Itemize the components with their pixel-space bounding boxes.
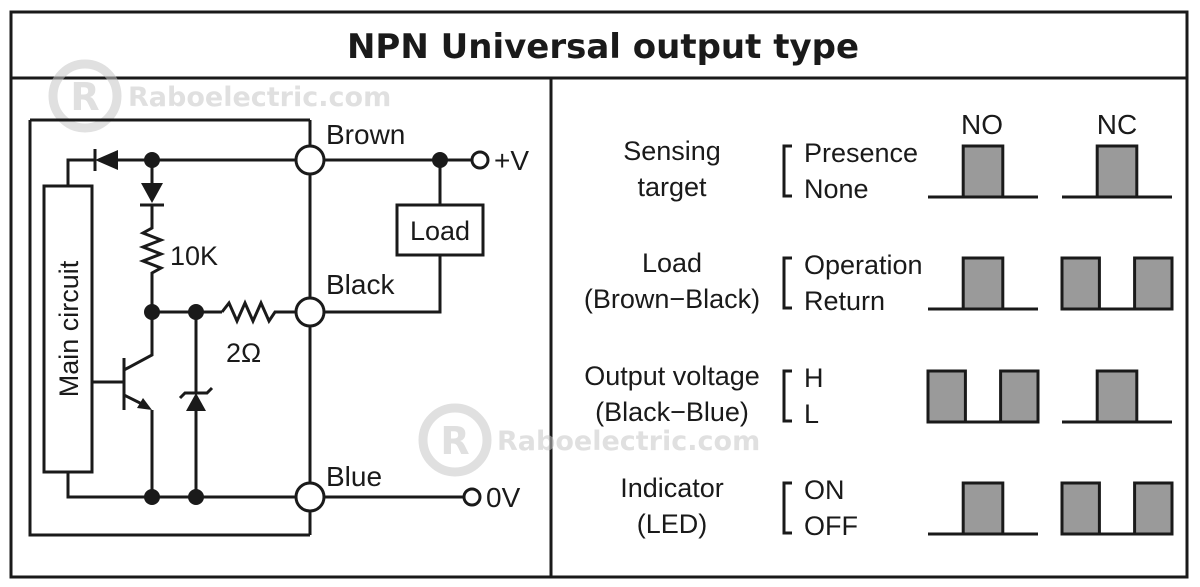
terminal-black-icon: [294, 296, 326, 328]
state-label: Presence: [804, 138, 918, 168]
row-label-line: (Brown−Black): [584, 284, 760, 314]
row-label-line: Sensing: [623, 136, 721, 166]
column-header-no: NO: [961, 109, 1003, 140]
supply-plus-label: +V: [494, 145, 529, 176]
junction-dot: [432, 152, 448, 168]
pulse-high: [1133, 256, 1174, 311]
main-circuit-label: Main circuit: [54, 260, 84, 397]
terminal-blue-label: Blue: [326, 461, 382, 492]
waveform-nc: [1062, 369, 1172, 424]
pulse-high: [999, 369, 1040, 424]
terminal-black-label: Black: [326, 269, 395, 300]
waveform-no: [926, 369, 1040, 424]
row-label-line: Indicator: [620, 473, 724, 503]
waveform-no: [928, 481, 1038, 536]
diagram-title: NPN Universal output type: [347, 27, 859, 67]
pulse-high: [1060, 256, 1101, 311]
watermark-logo-letters: R: [70, 75, 99, 119]
diode-icon: [93, 149, 118, 171]
waveform-nc: [1060, 256, 1174, 311]
pulse-high: [926, 369, 967, 424]
load-label: Load: [410, 216, 470, 246]
pulse-high: [1095, 144, 1139, 199]
row-label-line: target: [637, 172, 707, 202]
watermark-top: R Raboelectric.com: [48, 59, 391, 133]
watermark-logo-icon: [48, 59, 122, 133]
timing-row: Output voltage (Black−Blue) HL: [584, 361, 1172, 429]
pulse-high: [961, 481, 1005, 536]
watermark-text: Raboelectric.com: [128, 82, 391, 113]
resistor-2ohm-label: 2Ω: [226, 338, 261, 368]
state-bracket-icon: [782, 369, 792, 423]
pulse-high: [1060, 481, 1101, 536]
timing-row: Indicator (LED) ON OFF: [620, 473, 1174, 541]
terminal-brown-icon: [294, 144, 326, 176]
pulse-high: [961, 144, 1005, 199]
watermark-logo-letters: R: [440, 419, 469, 463]
waveform-nc: [1062, 144, 1172, 199]
resistor-10k-icon: [138, 205, 166, 312]
junction-dot: [144, 489, 160, 505]
state-label: Operation: [804, 250, 923, 280]
state-label: L: [804, 399, 819, 429]
resistor-10k-label: 10K: [170, 241, 218, 271]
junction-dot: [188, 489, 204, 505]
diode-icon: [140, 183, 164, 207]
supply-zero-label: 0V: [486, 482, 521, 513]
junctions: [144, 152, 448, 505]
resistor-2ohm-icon: [220, 299, 296, 325]
state-label: None: [804, 174, 869, 204]
pulse-high: [1095, 369, 1139, 424]
wire-load-bottom: [324, 255, 442, 314]
pulse-high: [961, 256, 1005, 311]
zener-diode-icon: [178, 386, 214, 411]
watermark-text: Raboelectric.com: [497, 426, 760, 457]
supply-zero-terminal-icon: [462, 487, 482, 507]
waveform-no: [928, 256, 1038, 311]
state-label: H: [804, 363, 824, 393]
junction-dot: [188, 304, 204, 320]
state-label: Return: [804, 286, 885, 316]
state-bracket-icon: [782, 144, 792, 198]
watermark-logo-icon: [418, 403, 492, 477]
outer-frame: [9, 10, 1189, 579]
row-label-line: Output voltage: [584, 361, 760, 391]
pulse-high: [1133, 481, 1174, 536]
waveform-no: [928, 144, 1038, 199]
emitter-arrow-icon: [137, 398, 152, 410]
terminals: [294, 144, 490, 513]
column-header-nc: NC: [1097, 109, 1137, 140]
watermark-middle: R Raboelectric.com: [418, 403, 760, 477]
junction-dot: [144, 304, 160, 320]
state-bracket-icon: [782, 481, 792, 535]
waveform-nc: [1060, 481, 1174, 536]
wire-bottom: [66, 472, 296, 499]
row-label-line: (LED): [637, 509, 708, 539]
sensor-housing: [28, 118, 310, 537]
circuit: [28, 118, 485, 537]
row-label-line: Load: [642, 248, 702, 278]
wire-transistor-collector: [123, 312, 154, 372]
terminal-blue-icon: [294, 481, 326, 513]
state-label: ON: [804, 475, 845, 505]
supply-plus-terminal-icon: [470, 150, 490, 170]
terminal-brown-label: Brown: [326, 119, 405, 150]
junction-dot: [144, 152, 160, 168]
state-bracket-icon: [782, 256, 792, 310]
wire-top: [66, 158, 296, 186]
row-label-line: (Black−Blue): [595, 397, 749, 427]
state-label: OFF: [804, 511, 858, 541]
